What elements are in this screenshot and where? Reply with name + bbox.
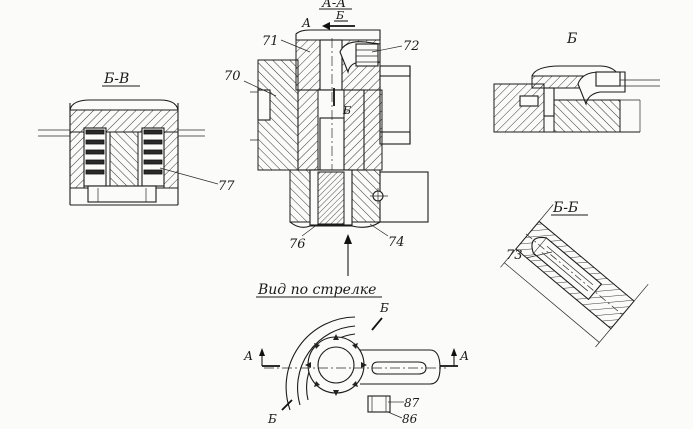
callout-71: 71 <box>262 34 279 49</box>
marker-b-center: Б <box>342 104 351 117</box>
callout-74: 76 <box>289 237 306 252</box>
section-bv-view: Б-В 77 <box>38 71 235 206</box>
marker-a-right: А <box>459 349 469 363</box>
section-aa-view: А-А Б А <box>224 0 429 276</box>
section-bb-view: Б-Б 73 <box>500 200 649 348</box>
arrow-view: Вид по стрелке А А Б Б <box>243 282 469 426</box>
section-bb-title: Б-Б <box>552 200 578 216</box>
callout-87: 87 <box>404 396 420 410</box>
callout-72: 72 <box>403 39 420 54</box>
callout-77: 73 <box>506 248 523 263</box>
marker-b-view-top: Б <box>379 301 389 315</box>
section-aa-title: А-А <box>321 0 346 11</box>
marker-a-top: А <box>301 16 311 30</box>
section-b-view: Б <box>493 31 660 133</box>
callout-76: 77 <box>218 179 235 194</box>
callout-73: 74 <box>388 235 405 250</box>
marker-a-left: А <box>243 349 253 363</box>
callout-70: 70 <box>224 69 241 84</box>
callout-86: 86 <box>402 412 418 426</box>
marker-b-view-left: Б <box>267 412 277 426</box>
section-aa-subtitle: Б <box>335 9 344 22</box>
view-caption: Вид по стрелке <box>257 282 376 298</box>
section-b-title: Б <box>566 31 577 47</box>
section-bv-title: Б-В <box>103 71 129 87</box>
